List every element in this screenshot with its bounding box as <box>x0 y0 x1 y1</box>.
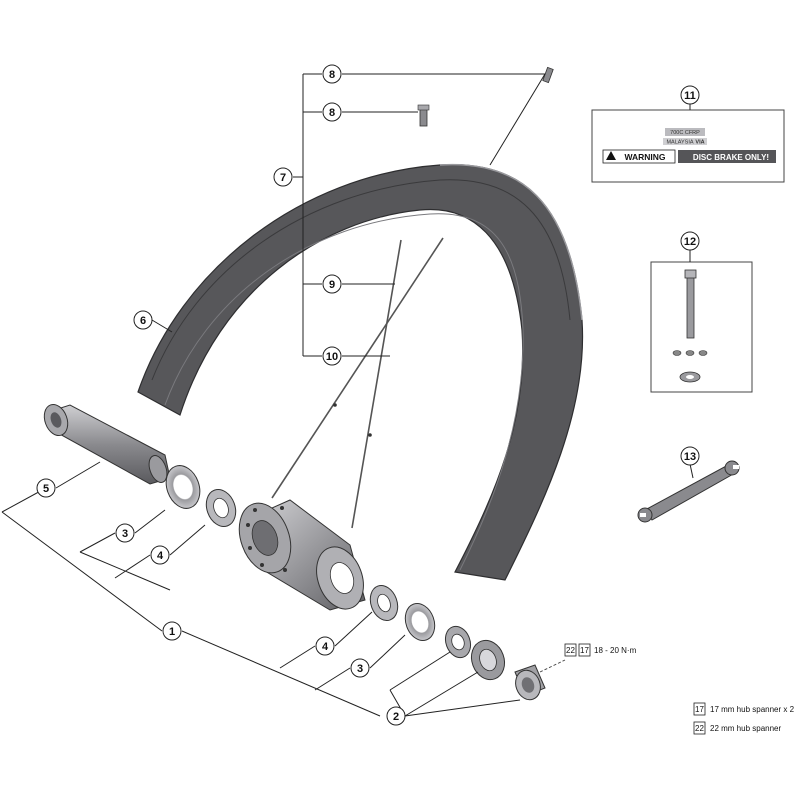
callout-label: 12 <box>684 236 696 248</box>
callout-9: 9 <box>322 274 342 294</box>
callout-12: 12 <box>680 231 700 251</box>
callout-8-lower: 8 <box>322 102 342 122</box>
torque-value: 18 - 20 N·m <box>594 646 637 655</box>
sticker-warning: WARNING <box>624 152 665 162</box>
rim <box>137 163 584 581</box>
torque-tool-b: 17 <box>580 646 589 655</box>
callout-2: 2 <box>386 706 406 726</box>
washer-left <box>165 465 201 509</box>
sticker-line-2b: VIA <box>695 140 704 146</box>
callout-3-right: 3 <box>350 658 370 678</box>
legend-label-2: 22 mm hub spanner <box>710 724 781 733</box>
callout-label: 3 <box>122 528 128 540</box>
callout-1: 1 <box>162 621 182 641</box>
sticker-part: 700C CFRP MALAYSIA VIA WARNING DISC BRAK… <box>591 109 785 183</box>
callout-label: 4 <box>322 641 329 653</box>
washer-right <box>404 603 436 641</box>
callout-7: 7 <box>273 167 293 187</box>
callout-3-left: 3 <box>115 523 135 543</box>
nipple-part <box>417 66 554 127</box>
sticker-line-1: 700C CFRP <box>670 130 700 136</box>
legend-tool-2: 22 <box>695 724 704 733</box>
bearing-right <box>369 585 399 621</box>
callout-11: 11 <box>680 85 700 105</box>
sticker-line-2: MALAYSIA <box>666 140 693 146</box>
spanner-17-icon <box>693 702 706 716</box>
spanner-17-icon <box>578 643 591 657</box>
sticker-disc-brake: DISC BRAKE ONLY! <box>693 153 769 162</box>
hub-body <box>238 499 366 611</box>
bearing-left <box>205 489 237 527</box>
callout-label: 10 <box>326 351 338 363</box>
callout-8-upper: 8 <box>322 64 342 84</box>
callout-13: 13 <box>680 446 700 466</box>
spoke-wrench <box>637 460 740 523</box>
leader-lines <box>1 73 694 717</box>
callout-4-left: 4 <box>150 545 170 565</box>
callout-10: 10 <box>322 346 342 366</box>
callout-label: 3 <box>357 663 363 675</box>
callout-label: 4 <box>157 550 164 562</box>
callout-label: 6 <box>140 315 146 327</box>
axle <box>43 404 171 485</box>
callout-label: 9 <box>329 279 335 291</box>
callout-label: 2 <box>393 711 399 723</box>
spanner-22-icon <box>693 721 706 735</box>
callout-label: 8 <box>329 107 335 119</box>
callout-label: 11 <box>684 90 696 102</box>
end-cap-parts <box>444 625 546 701</box>
callout-4-right: 4 <box>315 636 335 656</box>
tool-legend: 17 17 mm hub spanner x 2 22 22 mm hub sp… <box>693 702 795 735</box>
callout-5: 5 <box>36 478 56 498</box>
torque-tool-a: 22 <box>566 646 575 655</box>
callout-label: 8 <box>329 69 335 81</box>
callout-label: 7 <box>280 172 286 184</box>
valve-kit <box>650 261 753 393</box>
torque-spec: 22 17 18 - 20 N·m <box>564 643 637 657</box>
legend-tool-1: 17 <box>695 705 704 714</box>
callout-label: 5 <box>43 483 49 495</box>
legend-label-1: 17 mm hub spanner x 2 <box>710 705 795 714</box>
spokes <box>271 237 444 529</box>
callout-label: 1 <box>169 626 175 638</box>
callout-label: 13 <box>684 451 696 463</box>
callout-6: 6 <box>133 310 153 330</box>
spanner-22-icon <box>564 643 577 657</box>
